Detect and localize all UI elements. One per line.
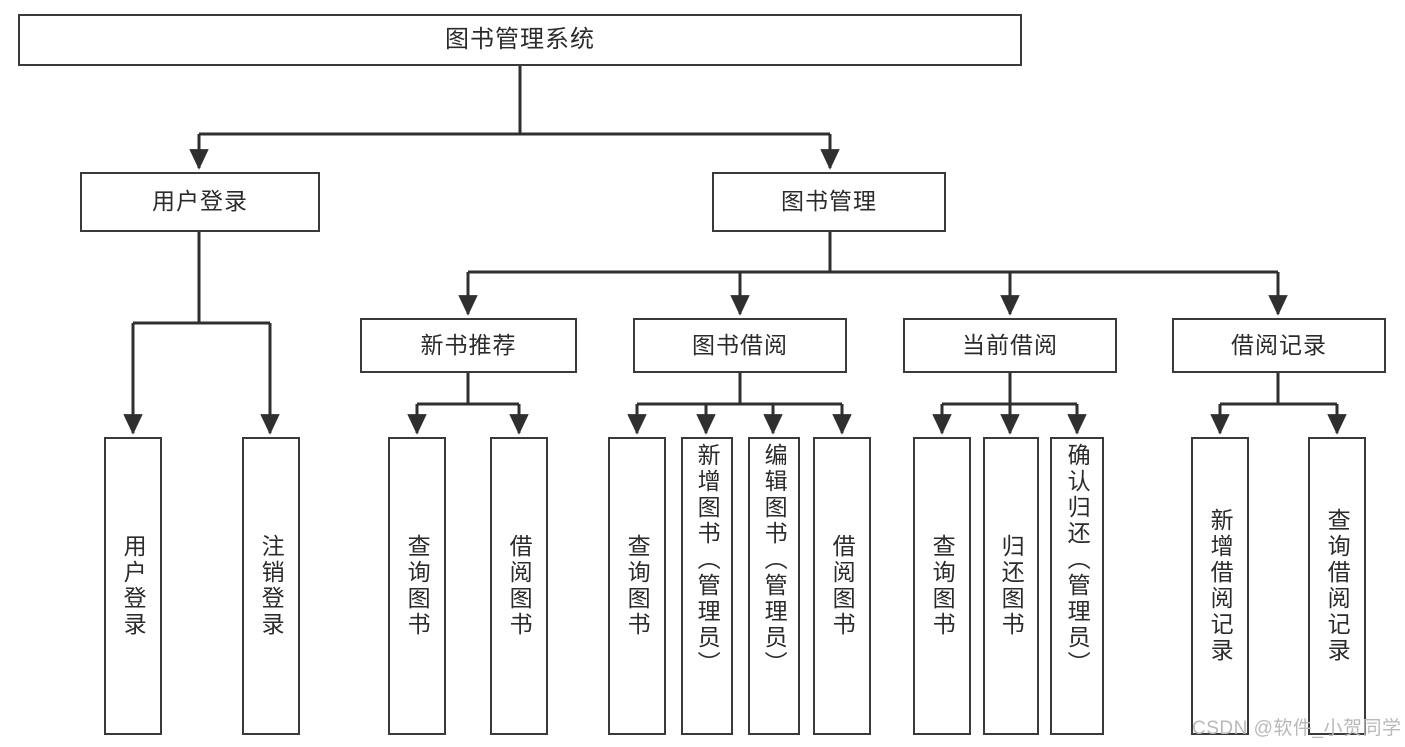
node-new-book-recommend[interactable]: 新书推荐 (360, 318, 577, 373)
node-label: 查询借阅记录 (1324, 508, 1351, 664)
node-borrow-record[interactable]: 借阅记录 (1172, 318, 1386, 373)
node-label: 归还图书 (998, 534, 1025, 638)
node-label: 查询图书 (624, 534, 651, 638)
node-current-borrow[interactable]: 当前借阅 (903, 318, 1117, 373)
node-label: 确认归还（管理员） (1064, 443, 1091, 677)
leaf-record-query-borrow-record[interactable]: 查询借阅记录 (1308, 437, 1366, 735)
node-book-management[interactable]: 图书管理 (712, 172, 946, 232)
leaf-text-wrap: 新增图书（管理员） (683, 439, 731, 733)
leaf-text-wrap: 注销登录 (244, 439, 298, 733)
leaf-text-wrap: 查询图书 (915, 439, 969, 733)
leaf-current-confirm-return-admin[interactable]: 确认归还（管理员） (1050, 437, 1104, 735)
leaf-text-wrap: 归还图书 (985, 439, 1037, 733)
node-label: 查询图书 (929, 534, 956, 638)
leaf-current-return-book[interactable]: 归还图书 (983, 437, 1039, 735)
node-label: 当前借阅 (962, 331, 1058, 358)
node-label: 图书管理 (781, 188, 877, 215)
node-label: 新增图书（管理员） (694, 443, 721, 677)
node-label: 借阅图书 (506, 534, 533, 638)
leaf-current-query-book[interactable]: 查询图书 (913, 437, 971, 735)
leaf-recommend-borrow-book[interactable]: 借阅图书 (490, 437, 548, 735)
node-label: 图书借阅 (692, 331, 788, 358)
leaf-text-wrap: 编辑图书（管理员） (750, 439, 798, 733)
node-label: 用户登录 (152, 188, 248, 215)
leaf-borrow-edit-book-admin[interactable]: 编辑图书（管理员） (748, 437, 800, 735)
leaf-text-wrap: 借阅图书 (815, 439, 869, 733)
node-label: 借阅记录 (1231, 331, 1327, 358)
node-root-system[interactable]: 图书管理系统 (18, 14, 1022, 66)
node-label: 注销登录 (258, 534, 285, 638)
leaf-text-wrap: 查询图书 (390, 439, 444, 733)
node-book-borrow[interactable]: 图书借阅 (633, 318, 847, 373)
node-label: 查询图书 (404, 534, 431, 638)
leaf-text-wrap: 查询借阅记录 (1310, 439, 1364, 733)
leaf-borrow-add-book-admin[interactable]: 新增图书（管理员） (681, 437, 733, 735)
leaf-borrow-borrow-book[interactable]: 借阅图书 (813, 437, 871, 735)
node-label: 图书管理系统 (445, 25, 595, 53)
leaf-text-wrap: 用户登录 (106, 439, 160, 733)
leaf-text-wrap: 查询图书 (610, 439, 664, 733)
csdn-watermark: CSDN @软件_小贺同学 (1192, 718, 1402, 739)
node-label: 编辑图书（管理员） (761, 443, 788, 677)
leaf-borrow-query-book[interactable]: 查询图书 (608, 437, 666, 735)
node-label: 用户登录 (120, 534, 147, 638)
leaf-text-wrap: 借阅图书 (492, 439, 546, 733)
leaf-user-login[interactable]: 用户登录 (104, 437, 162, 735)
node-user-login[interactable]: 用户登录 (80, 172, 320, 232)
leaf-text-wrap: 新增借阅记录 (1193, 439, 1247, 733)
leaf-text-wrap: 确认归还（管理员） (1052, 439, 1102, 733)
leaf-record-add-borrow-record[interactable]: 新增借阅记录 (1191, 437, 1249, 735)
node-label: 借阅图书 (829, 534, 856, 638)
node-label: 新书推荐 (420, 331, 517, 358)
leaf-user-logout[interactable]: 注销登录 (242, 437, 300, 735)
node-label: 新增借阅记录 (1207, 508, 1234, 664)
leaf-recommend-query-book[interactable]: 查询图书 (388, 437, 446, 735)
